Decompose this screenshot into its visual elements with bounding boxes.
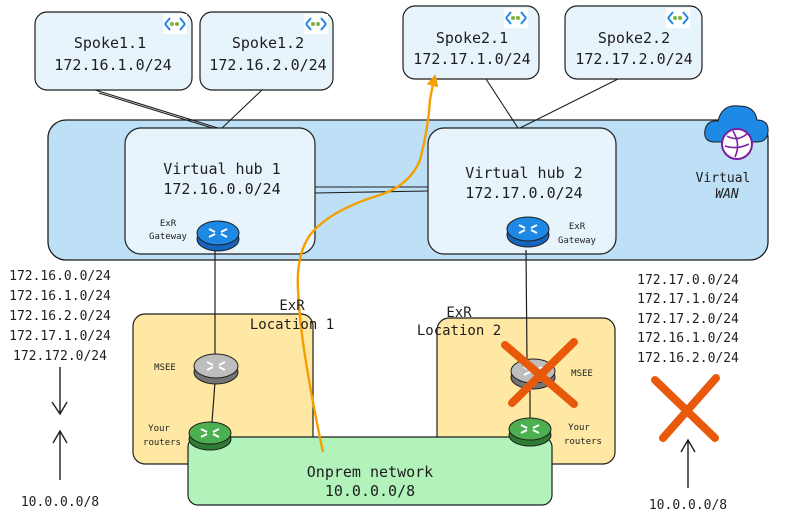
vnet-icon [304,14,328,34]
right-route-item: 172.16.1.0/24 [637,331,739,346]
msee-1-to-router-link [211,381,216,423]
msee-1-label: MSEE [154,363,176,373]
spoke-1-1-cidr: 172.16.1.0/24 [54,56,171,74]
right-route-item: 172.17.1.0/24 [637,292,739,307]
virtual-hub-1-name: Virtual hub 1 [163,160,280,178]
virtual-wan-cloud-icon [704,105,769,160]
spoke-1-2-link [221,89,263,129]
spoke-2-2-link [519,78,619,129]
gateway-1-label-line2: Gateway [149,232,188,242]
your-router-2-icon [508,417,552,447]
left-route-item: 172.16.1.0/24 [9,289,111,304]
left-prefix-label: 10.0.0.0/8 [21,495,99,510]
spoke-2-1-name: Spoke2.1 [436,29,508,47]
left-route-item: 172.17.1.0/24 [9,329,111,344]
left-route-item: 172.16.0.0/24 [9,269,111,284]
gateway-2-label-line1: ExR [569,222,586,232]
location-2-label-line2: Location 2 [417,323,501,339]
right-prefix-label: 10.0.0.0/8 [649,498,727,513]
spoke-1-2-cidr: 172.16.2.0/24 [209,56,326,74]
left-advertise-arrow [51,367,68,416]
spoke-2-1-cidr: 172.17.1.0/24 [413,50,530,68]
virtual-hub-1-cidr: 172.16.0.0/24 [163,180,280,198]
virtual-wan-label-line1: Virtual [696,171,751,186]
location-1-label-line2: Location 1 [250,317,334,333]
msee-1-icon [193,353,239,385]
routers-1-label-line1: Your [148,424,170,434]
msee-2-label: MSEE [571,369,593,379]
your-router-1-icon [188,421,232,451]
routers-1-label-line2: routers [143,438,181,448]
virtual-hub-2-name: Virtual hub 2 [465,164,582,182]
onprem-network-box [187,436,553,506]
exr-gateway-2-icon [506,216,550,248]
vnet-icon [666,8,690,28]
gateway-1-label-line1: ExR [160,219,177,229]
right-route-item: 172.17.0.0/24 [637,273,739,288]
spoke-1-1-name: Spoke1.1 [74,34,146,52]
right-route-item: 172.17.2.0/24 [637,312,739,327]
right-receive-arrow [680,438,696,488]
onprem-name: Onprem network [307,463,433,481]
spoke-1-2-box [199,11,334,91]
vnet-icon [163,14,187,34]
right-route-item: 172.16.2.0/24 [637,351,739,366]
virtual-hub-1-box [124,127,316,255]
left-receive-arrow [52,429,68,480]
left-route-item: 172.16.2.0/24 [9,309,111,324]
spoke-1-1-link [94,89,219,129]
location-1-label-line1: ExR [279,298,305,314]
exr-gateway-1-icon [196,220,240,252]
vnet-icon [504,8,528,28]
spoke-2-2-cidr: 172.17.2.0/24 [575,50,692,68]
spoke-1-1-link-b [98,92,223,132]
msee-2-failure-cross [501,338,578,408]
traffic-path-arrow [296,74,439,453]
onprem-cidr: 10.0.0.0/8 [325,482,415,500]
gateway-2-label-line2: Gateway [558,236,597,246]
virtual-hub-2-cidr: 172.17.0.0/24 [465,184,582,202]
gateway-2-to-msee-link [525,249,528,361]
spoke-2-2-name: Spoke2.2 [598,29,670,47]
virtual-wan-label-line2: WAN [715,187,739,202]
left-route-item: 172.172.0/24 [13,349,107,364]
location-2-label-line1: ExR [446,305,472,321]
spoke-1-2-name: Spoke1.2 [232,34,304,52]
routers-2-label-line2: routers [564,437,602,447]
spoke-2-1-link [485,78,519,129]
routers-2-label-line1: Your [568,423,590,433]
spoke-1-1-box [34,11,193,91]
route-withdrawn-cross [651,374,720,442]
hub-interconnect-line-2 [314,190,429,194]
